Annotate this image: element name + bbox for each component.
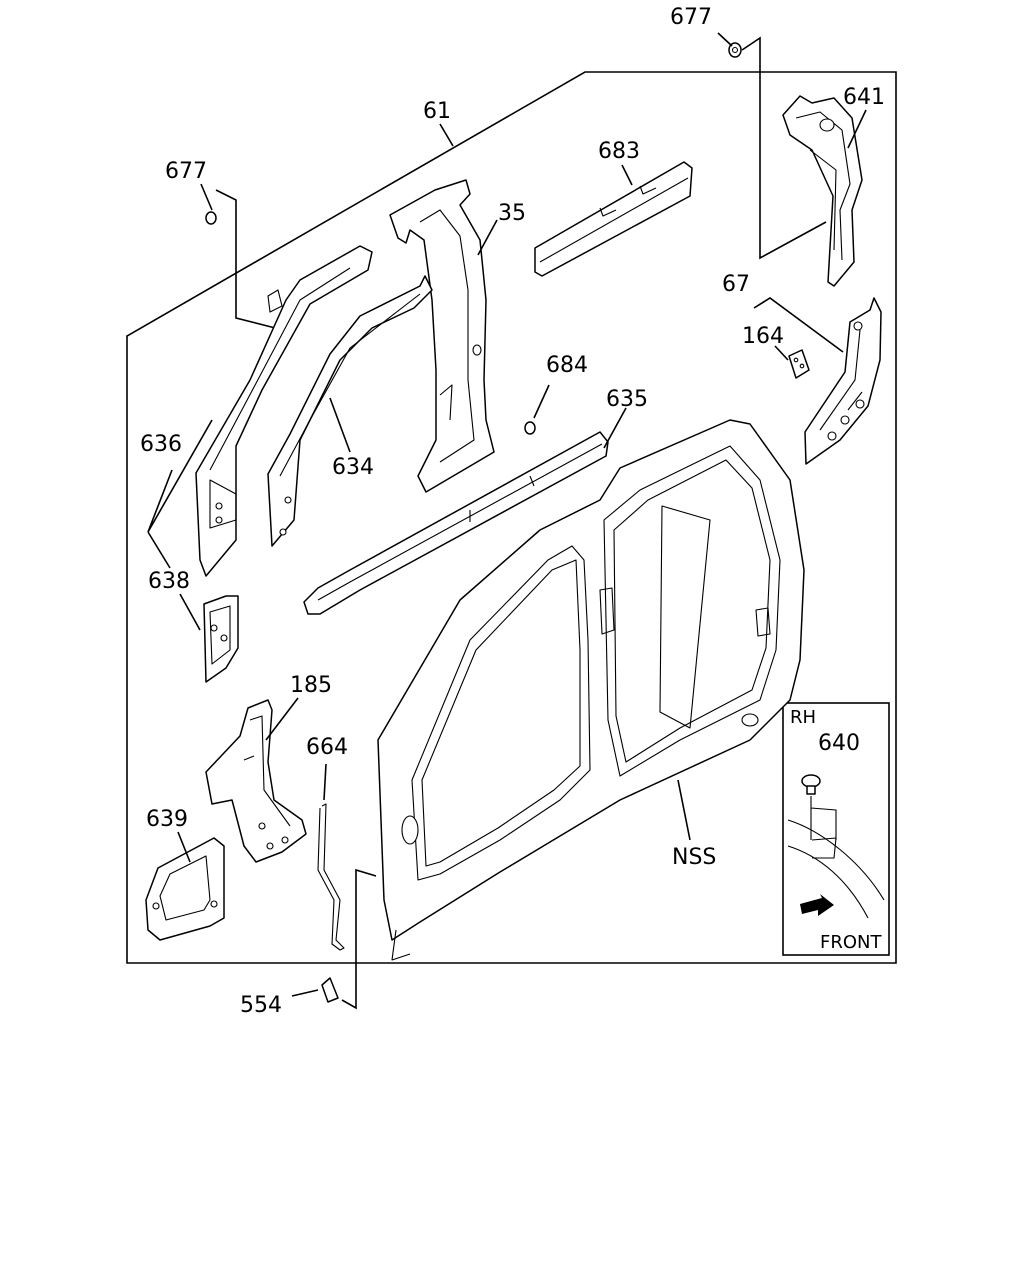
leader-677-left (200, 183, 284, 331)
label-641: 641 (843, 85, 885, 110)
label-67: 67 (722, 272, 750, 297)
part-684 (524, 421, 536, 435)
label-636: 636 (140, 432, 182, 457)
leader-677-top (717, 32, 827, 260)
leader-67 (753, 297, 844, 353)
front-arrow-icon (800, 894, 834, 916)
label-35: 35 (498, 201, 526, 226)
rh-inset-frame (782, 702, 890, 956)
part-634 (267, 275, 433, 547)
label-nss: NSS (672, 845, 716, 870)
label-638: 638 (148, 569, 190, 594)
inset-side-label: RH (790, 707, 816, 728)
leader-nss (677, 779, 691, 841)
nut-677-top (728, 42, 742, 58)
part-639 (145, 837, 225, 941)
part-664 (317, 803, 345, 951)
label-639: 639 (146, 807, 188, 832)
label-677-left: 677 (165, 159, 207, 184)
part-554 (321, 977, 339, 1003)
leader-164 (774, 345, 789, 361)
leader-634 (329, 397, 351, 453)
leader-664 (323, 763, 327, 801)
leader-185 (265, 697, 299, 741)
nut-677-left (205, 211, 217, 225)
label-677-top: 677 (670, 5, 712, 30)
part-67 (804, 297, 882, 465)
label-664: 664 (306, 735, 348, 760)
part-635 (303, 431, 609, 615)
label-164: 164 (742, 324, 784, 349)
inset-panel-detail (787, 796, 885, 919)
leader-636 (147, 419, 213, 569)
leader-684 (533, 384, 550, 419)
leader-554 (291, 868, 377, 1010)
leader-683 (621, 164, 633, 186)
part-nss (377, 419, 805, 961)
leader-638 (179, 593, 201, 631)
part-164 (788, 349, 810, 379)
leader-61 (439, 123, 454, 147)
label-61: 61 (423, 99, 451, 124)
label-684: 684 (546, 353, 588, 378)
part-185 (205, 699, 307, 863)
part-35 (389, 179, 495, 493)
part-636 (195, 245, 373, 577)
label-640: 640 (818, 731, 860, 756)
label-185: 185 (290, 673, 332, 698)
label-635: 635 (606, 387, 648, 412)
part-683 (534, 161, 693, 277)
leader-639 (177, 831, 191, 863)
label-634: 634 (332, 455, 374, 480)
leader-635 (603, 407, 627, 449)
leader-35 (477, 219, 498, 256)
assembly-frame (126, 71, 897, 964)
label-554: 554 (240, 993, 282, 1018)
leader-641 (847, 109, 867, 149)
part-640 (801, 774, 821, 795)
part-641 (782, 95, 863, 287)
label-683: 683 (598, 139, 640, 164)
front-direction-label: FRONT (820, 932, 882, 953)
part-638 (203, 595, 239, 683)
